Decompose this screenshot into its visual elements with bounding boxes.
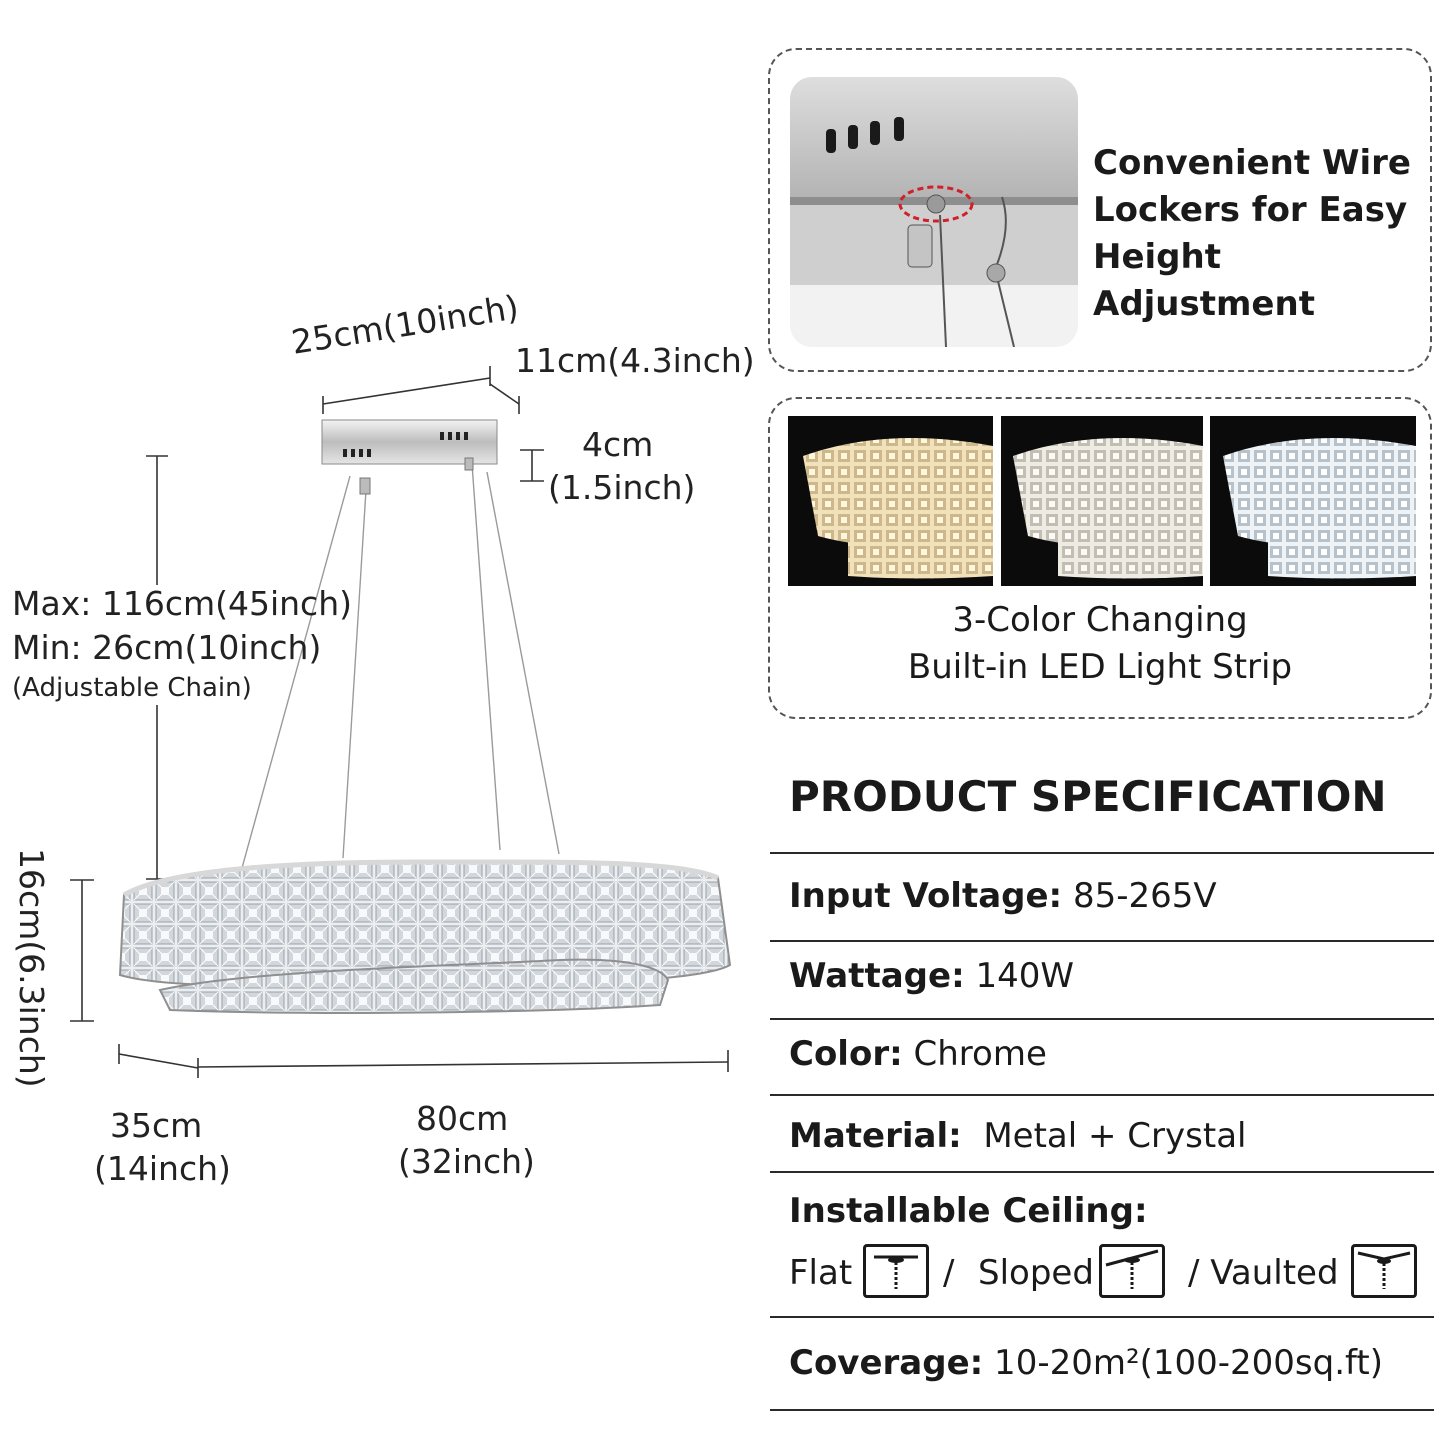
chain-note-label: (Adjustable Chain) bbox=[12, 673, 252, 703]
wire-locker-line-3: Height Adjustment bbox=[1093, 237, 1315, 324]
separator-1: / bbox=[943, 1253, 955, 1293]
cool-light-photo bbox=[1210, 416, 1416, 586]
flat-label: Flat bbox=[789, 1253, 853, 1293]
canopy-height-cm-label: 4cm bbox=[582, 425, 654, 464]
body-depth-cm-label: 35cm bbox=[110, 1106, 203, 1145]
spec-row-voltage: Input Voltage: 85-265V bbox=[770, 854, 1434, 942]
warm-light-photo bbox=[788, 416, 993, 586]
spec-title: PRODUCT SPECIFICATION bbox=[789, 772, 1387, 821]
body-length-in-label: (32inch) bbox=[398, 1142, 535, 1181]
voltage-value: 85-265V bbox=[1062, 876, 1217, 916]
chandelier-drawing bbox=[70, 366, 732, 1078]
canopy-height-in-label: (1.5inch) bbox=[548, 468, 696, 507]
material-label: Material: bbox=[789, 1116, 962, 1156]
spec-title-divider bbox=[770, 780, 1434, 854]
body-height-label: 16cm(6.3inch) bbox=[12, 848, 51, 1088]
body-length-cm-label: 80cm bbox=[416, 1099, 509, 1138]
spec-row-ceiling: Installable Ceiling: Flat / Sloped / Vau… bbox=[770, 1173, 1434, 1318]
min-drop-label: Min: 26cm(10inch) bbox=[12, 628, 322, 667]
color-changing-line-2: Built-in LED Light Strip bbox=[907, 647, 1293, 687]
voltage-label: Input Voltage: bbox=[789, 876, 1063, 916]
color-label: Color: bbox=[789, 1034, 903, 1074]
ceiling-label: Installable Ceiling: bbox=[789, 1191, 1148, 1231]
wire-locker-line-1: Convenient Wire bbox=[1093, 143, 1411, 183]
color-changing-line-1: 3-Color Changing bbox=[952, 600, 1248, 640]
color-temperature-photos bbox=[788, 416, 1416, 586]
coverage-value: 10-20m²(100-200sq.ft) bbox=[983, 1343, 1383, 1383]
neutral-light-photo bbox=[1001, 416, 1203, 586]
vaulted-ceiling-icon bbox=[1351, 1244, 1417, 1298]
spec-row-wattage: Wattage: 140W bbox=[770, 942, 1434, 1020]
canopy-width-label: 11cm(4.3inch) bbox=[515, 341, 755, 380]
vaulted-label: / Vaulted bbox=[1188, 1253, 1339, 1293]
max-drop-label: Max: 116cm(45inch) bbox=[12, 584, 352, 623]
color-value: Chrome bbox=[902, 1034, 1047, 1074]
sloped-label: Sloped bbox=[978, 1253, 1094, 1293]
wattage-value: 140W bbox=[964, 956, 1075, 996]
body-depth-in-label: (14inch) bbox=[94, 1149, 231, 1188]
color-changing-title: 3-Color Changing Built-in LED Light Stri… bbox=[770, 597, 1430, 691]
coverage-label: Coverage: bbox=[789, 1343, 984, 1383]
material-value: Metal + Crystal bbox=[961, 1116, 1247, 1156]
wire-locker-title: Convenient Wire Lockers for Easy Height … bbox=[1093, 140, 1430, 328]
wire-locker-photo bbox=[790, 77, 1078, 347]
wattage-label: Wattage: bbox=[789, 956, 965, 996]
flat-ceiling-icon bbox=[863, 1244, 929, 1298]
sloped-ceiling-icon bbox=[1099, 1244, 1165, 1298]
wire-locker-panel: Convenient Wire Lockers for Easy Height … bbox=[768, 48, 1432, 372]
spec-row-coverage: Coverage: 10-20m²(100-200sq.ft) bbox=[770, 1318, 1434, 1411]
spec-row-material: Material: Metal + Crystal bbox=[770, 1096, 1434, 1173]
spec-row-color: Color: Chrome bbox=[770, 1020, 1434, 1096]
color-changing-panel: 3-Color Changing Built-in LED Light Stri… bbox=[768, 397, 1432, 719]
wire-locker-line-2: Lockers for Easy bbox=[1093, 190, 1408, 230]
